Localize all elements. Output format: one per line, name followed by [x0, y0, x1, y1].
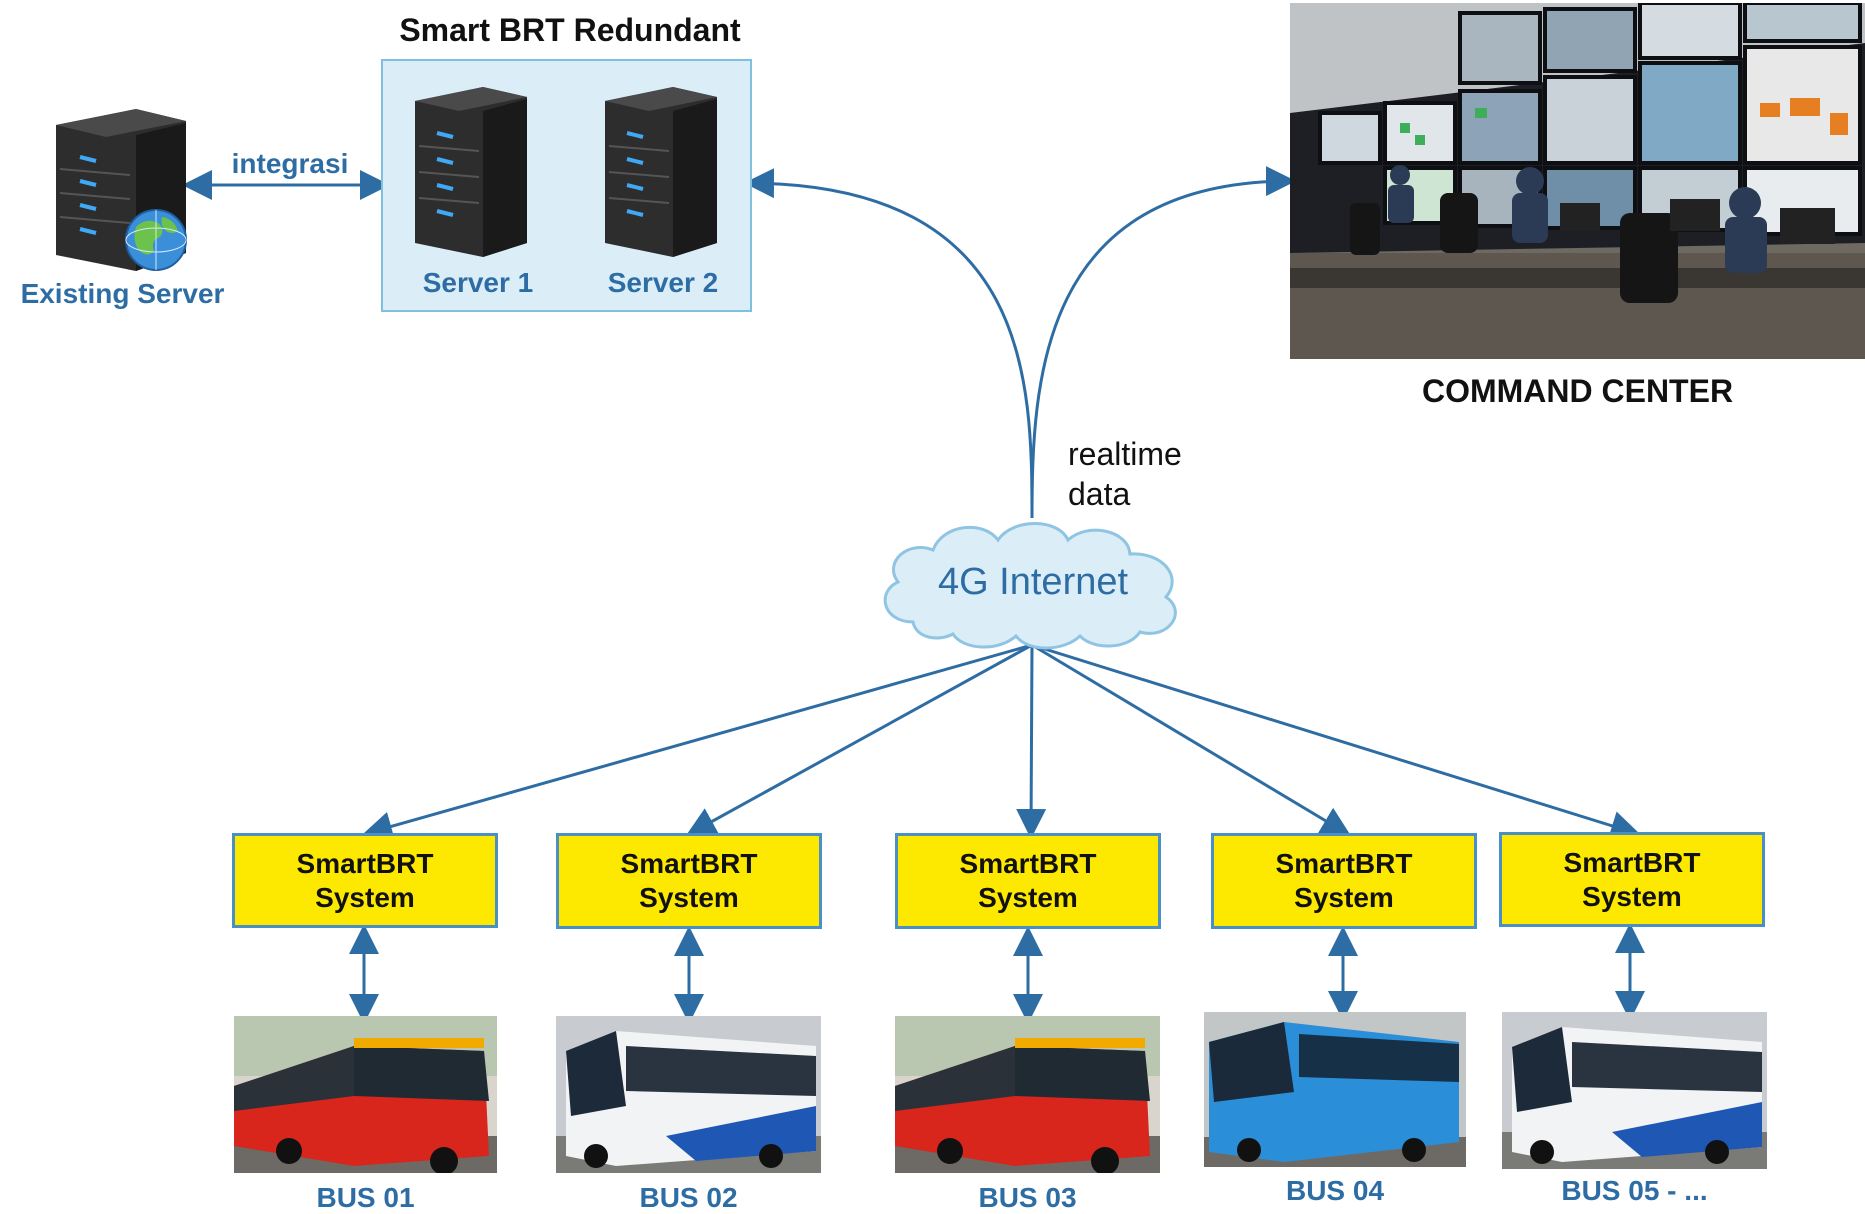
realtime-data-line2: data	[1068, 476, 1131, 512]
realtime-data-line1: realtime	[1068, 436, 1182, 472]
bus-01-image	[234, 1016, 497, 1173]
server-2-label: Server 2	[607, 267, 719, 298]
bus-02-label: BUS 02	[639, 1182, 738, 1213]
system-3-line2: System	[978, 882, 1078, 913]
realtime-data-label: realtime data	[1068, 434, 1182, 514]
system-5-line1: SmartBRT	[1563, 846, 1701, 878]
bus-03-label: BUS 03	[978, 1182, 1077, 1213]
server-1-label: Server 1	[422, 267, 534, 298]
downlink-4	[1031, 643, 1352, 837]
downlink-2	[685, 643, 1033, 836]
cloud-label: 4G Internet	[938, 561, 1129, 603]
system-2-line1: SmartBRT	[620, 848, 758, 879]
integrasi-label: integrasi	[231, 148, 349, 179]
system-4-line1: SmartBRT	[1275, 848, 1413, 879]
system-4-line2: System	[1294, 882, 1394, 913]
bus-04-label: BUS 04	[1285, 1175, 1385, 1206]
command-center-label: COMMAND CENTER	[1421, 373, 1734, 409]
bus-05-image	[1502, 1012, 1767, 1169]
existing-server-icon	[56, 109, 187, 271]
downlink-1	[362, 643, 1033, 841]
system-2-line2: System	[639, 882, 739, 913]
system-1-line2: System	[315, 881, 415, 913]
downlink-5	[1031, 643, 1641, 841]
command-center-image	[1290, 3, 1865, 359]
system-5-line2: System	[1582, 880, 1682, 912]
server-1-icon	[415, 87, 527, 257]
system-3-line1: SmartBRT	[959, 848, 1097, 879]
bus-03-image	[895, 1016, 1160, 1173]
server-2-icon	[605, 87, 717, 257]
bus-02-image	[556, 1016, 821, 1173]
uplink-to-command-center	[1030, 166, 1296, 519]
bus-04-image	[1204, 1012, 1466, 1167]
existing-server-label: Existing Server	[20, 278, 225, 309]
uplink-to-servers	[744, 168, 1034, 519]
internet-cloud-icon: 4G Internet	[883, 522, 1177, 650]
system-1-line1: SmartBRT	[296, 847, 434, 879]
redundant-server-group: Server 1 Server 2	[381, 59, 752, 312]
downlink-3	[1016, 644, 1047, 839]
redundant-title: Smart BRT Redundant	[399, 12, 741, 48]
bus-01-label: BUS 01	[316, 1182, 415, 1213]
bus-05-label: BUS 05 - ...	[1561, 1175, 1708, 1206]
